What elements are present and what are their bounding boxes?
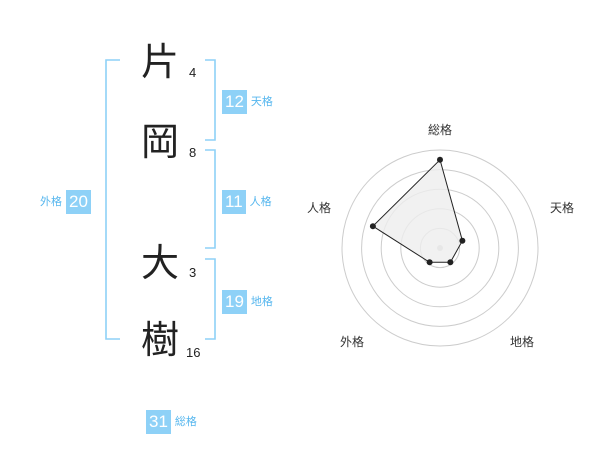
chikaku-value: 19 bbox=[222, 290, 247, 314]
radar-label-chikaku: 地格 bbox=[510, 335, 535, 349]
gaikaku-bracket bbox=[105, 59, 120, 340]
stroke-count-3: 3 bbox=[189, 265, 197, 280]
radar-area bbox=[372, 158, 463, 263]
jinkaku-value: 11 bbox=[222, 190, 246, 214]
radar-label-soukaku: 総格 bbox=[428, 123, 453, 137]
gaikaku-badge: 外格 20 bbox=[40, 190, 91, 214]
name-char-2: 岡 bbox=[140, 120, 179, 164]
gaikaku-value: 20 bbox=[66, 190, 91, 214]
radar-point-4 bbox=[426, 259, 433, 266]
radar-label-tenkaku: 天格 bbox=[550, 201, 575, 215]
name-char-3: 大 bbox=[140, 241, 179, 285]
tenkaku-value: 12 bbox=[222, 90, 247, 114]
chikaku-bracket bbox=[205, 258, 216, 340]
radar-point-3 bbox=[447, 259, 454, 266]
name-char-1: 片 bbox=[140, 40, 179, 84]
tenkaku-label: 天格 bbox=[250, 95, 273, 108]
brackets bbox=[105, 59, 216, 340]
radar-ring-5 bbox=[341, 149, 539, 347]
jinkaku-bracket bbox=[205, 149, 216, 249]
gaikaku-label: 外格 bbox=[40, 195, 62, 208]
stroke-count-2: 8 bbox=[189, 145, 197, 160]
radar-point-5 bbox=[369, 223, 376, 230]
stroke-count-1: 4 bbox=[189, 65, 197, 80]
name-char-4: 樹 bbox=[140, 318, 179, 362]
radar-label-gaikaku: 外格 bbox=[340, 335, 365, 349]
soukaku-value: 31 bbox=[146, 410, 171, 434]
radar-chart bbox=[341, 149, 539, 347]
soukaku-label: 総格 bbox=[174, 415, 197, 428]
stroke-count-4: 16 bbox=[186, 345, 201, 360]
radar-point-2 bbox=[459, 237, 466, 244]
chikaku-label: 地格 bbox=[250, 295, 273, 308]
radar-point-1 bbox=[437, 156, 443, 163]
tenkaku-bracket bbox=[205, 59, 216, 141]
jinkaku-label: 人格 bbox=[249, 195, 272, 208]
radar-label-jinkaku: 人格 bbox=[307, 201, 332, 215]
